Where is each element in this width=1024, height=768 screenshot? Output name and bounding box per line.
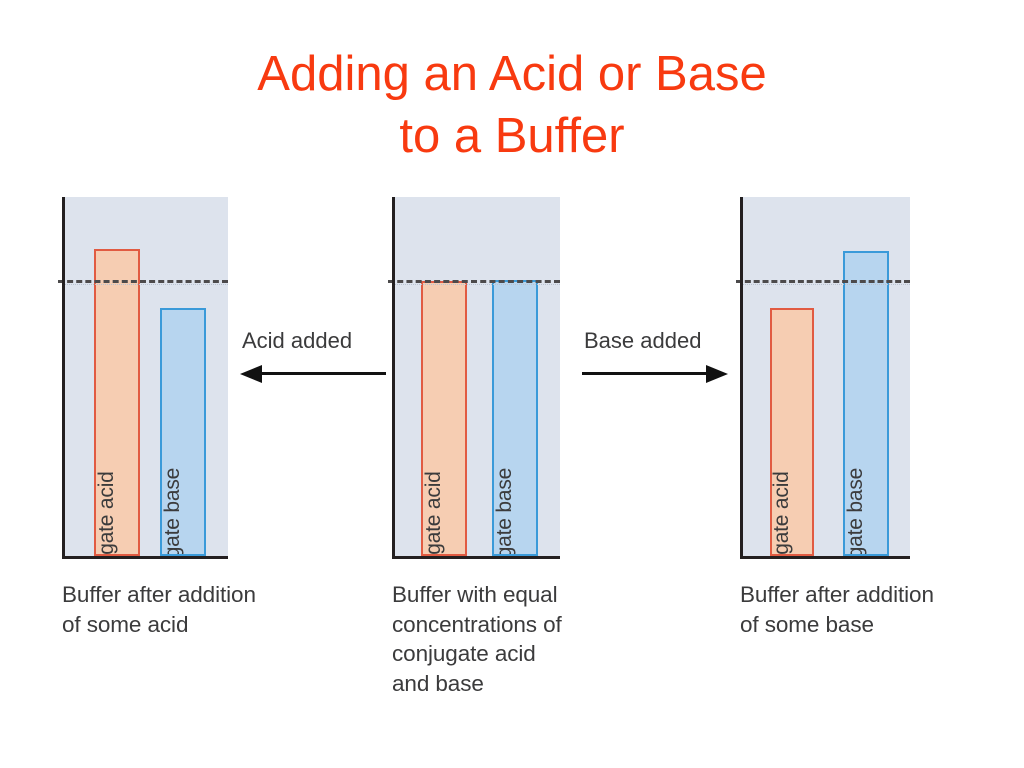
page-title: Adding an Acid or Base to a Buffer: [257, 47, 767, 163]
reference-line-shadow: [392, 284, 560, 285]
x-axis: [740, 556, 910, 559]
arrow-head-right-icon: [706, 365, 728, 383]
bar-label-conjugate-base: Conjugate base: [493, 467, 516, 556]
bar-label-conjugate-acid: Conjugate acid: [770, 471, 793, 556]
bar-conjugate-acid: Conjugate acid: [94, 249, 140, 556]
x-axis: [62, 556, 228, 559]
caption-after-base: Buffer after addition of some base: [740, 582, 934, 637]
base-added-arrow: Base added: [582, 328, 728, 390]
y-axis: [740, 197, 743, 559]
panel-after-acid: Conjugate acid Conjugate base: [58, 197, 228, 559]
arrow-shaft: [582, 372, 708, 375]
bar-conjugate-base: Conjugate base: [843, 251, 889, 556]
x-axis: [392, 556, 560, 559]
bar-conjugate-base: Conjugate base: [492, 280, 538, 556]
bar-label-conjugate-acid: Conjugate acid: [95, 471, 118, 556]
panel-after-base: Conjugate acid Conjugate base: [736, 197, 910, 559]
reference-line: [388, 280, 560, 283]
reference-line: [736, 280, 910, 283]
reference-line: [58, 280, 228, 283]
reference-line-shadow: [740, 284, 910, 285]
bar-label-conjugate-acid: Conjugate acid: [422, 471, 445, 556]
arrow-shaft: [260, 372, 386, 375]
acid-added-label: Acid added: [242, 328, 353, 353]
y-axis: [62, 197, 65, 559]
caption-after-acid: Buffer after addition of some acid: [62, 582, 256, 637]
y-axis: [392, 197, 395, 559]
caption-equal-concentrations: Buffer with equal concentrations of conj…: [392, 582, 562, 697]
base-added-label: Base added: [584, 328, 702, 353]
bar-conjugate-acid: Conjugate acid: [421, 281, 467, 556]
reference-line-shadow: [62, 284, 228, 285]
arrow-head-left-icon: [240, 365, 262, 383]
bar-label-conjugate-base: Conjugate base: [161, 467, 184, 556]
acid-added-arrow: Acid added: [240, 328, 386, 390]
panel-equal-concentrations: Conjugate acid Conjugate base: [388, 197, 560, 559]
bar-conjugate-base: Conjugate base: [160, 308, 206, 556]
bar-label-conjugate-base: Conjugate base: [844, 467, 867, 556]
bar-conjugate-acid: Conjugate acid: [770, 308, 814, 556]
